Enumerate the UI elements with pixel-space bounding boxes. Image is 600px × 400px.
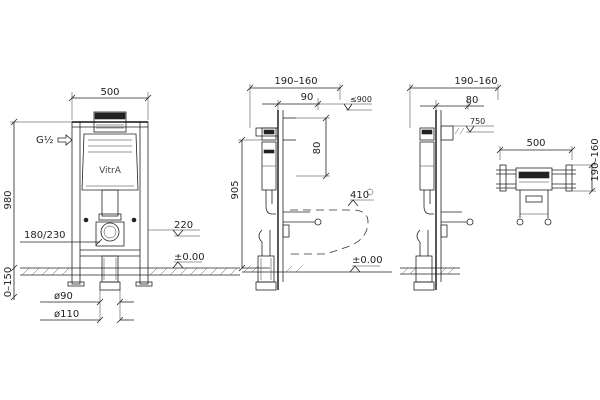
floor-line-side-b: [400, 267, 460, 275]
side-a-bowl-label: 410: [350, 190, 369, 201]
side-a-depth-label: 190–160: [274, 76, 317, 87]
side-a-flush-plate: [261, 117, 296, 141]
pipe-large-label: ø110: [54, 309, 79, 320]
dim-pipe-90: ø90: [40, 290, 134, 320]
front-frame: [67, 121, 153, 287]
dim-front-adjust: 0–150: [3, 267, 18, 301]
drain-assembly-front: [83, 189, 137, 291]
level-mark-side-a-upper: ≤900: [318, 95, 372, 111]
front-inlet-label: 220: [174, 220, 193, 231]
dim-side-a-height: 905: [230, 136, 262, 272]
level-mark-220: 220: [148, 220, 200, 237]
side-a-drain-pipe: [255, 190, 277, 291]
dim-top-width: 500: [496, 138, 576, 160]
side-a-cistern-label: 80: [312, 142, 323, 155]
side-a-frame: [255, 110, 284, 290]
side-a-floor-label: ±0.00: [352, 255, 383, 266]
side-a-upper-label: ≤900: [350, 95, 372, 104]
dim-side-b-depth: 190–160: [406, 76, 502, 128]
top-frame-plan: [496, 164, 576, 226]
front-drain-height-label: 180/230: [24, 230, 66, 241]
side-b-drain-pipe: [413, 190, 474, 291]
floor-line-front: [20, 267, 240, 276]
front-adjust-label: 0–150: [3, 267, 14, 297]
level-mark-side-b-upper: 750: [453, 117, 494, 135]
top-view: 500 190–160: [496, 138, 600, 226]
front-width-label: 500: [100, 87, 119, 98]
dim-pipe-110: ø110: [40, 309, 134, 324]
dim-top-depth: 190–160: [572, 138, 600, 195]
dim-side-b-offset: 80: [420, 95, 484, 110]
side-a-cistern: [261, 141, 277, 191]
side-a-height-label: 905: [230, 180, 241, 199]
top-depth-label: 190–160: [590, 138, 600, 181]
water-inlet-label: G½: [36, 134, 54, 146]
side-view-b: 190–160 80 750: [400, 76, 502, 291]
flush-plate-front: [93, 111, 127, 133]
dim-side-a-cistern: 80: [296, 114, 330, 180]
level-mark-floor-front: ±0.00: [172, 252, 205, 269]
side-b-depth-label: 190–160: [454, 76, 497, 87]
brand-logo-text: VitrA: [99, 166, 122, 176]
top-width-label: 500: [526, 138, 545, 149]
side-view-a: 190–160 90 ≤900 80: [230, 76, 392, 291]
front-view: VitrA G½ 500: [3, 87, 240, 324]
dim-front-width: 500: [68, 87, 152, 120]
level-mark-side-a-bowl: 410: [347, 188, 374, 207]
side-b-frame: [419, 110, 454, 290]
floor-line-side-a: [242, 265, 392, 273]
dim-front-drain-height: 180/230: [20, 230, 103, 246]
side-a-offset-label: 90: [301, 92, 314, 103]
cistern-front: VitrA: [81, 133, 139, 191]
level-mark-side-a-floor: ±0.00: [349, 255, 383, 273]
dim-side-a-offset: 90: [262, 92, 322, 110]
water-inlet-marker: G½: [36, 134, 73, 146]
side-a-bowl: [282, 209, 369, 255]
front-height-label: 980: [3, 190, 14, 209]
side-b-offset-label: 80: [466, 95, 479, 106]
pipe-small-label: ø90: [54, 291, 73, 302]
side-b-upper-label: 750: [470, 117, 485, 126]
dim-side-a-depth: 190–160: [246, 76, 344, 128]
front-floor-label: ±0.00: [174, 252, 205, 263]
